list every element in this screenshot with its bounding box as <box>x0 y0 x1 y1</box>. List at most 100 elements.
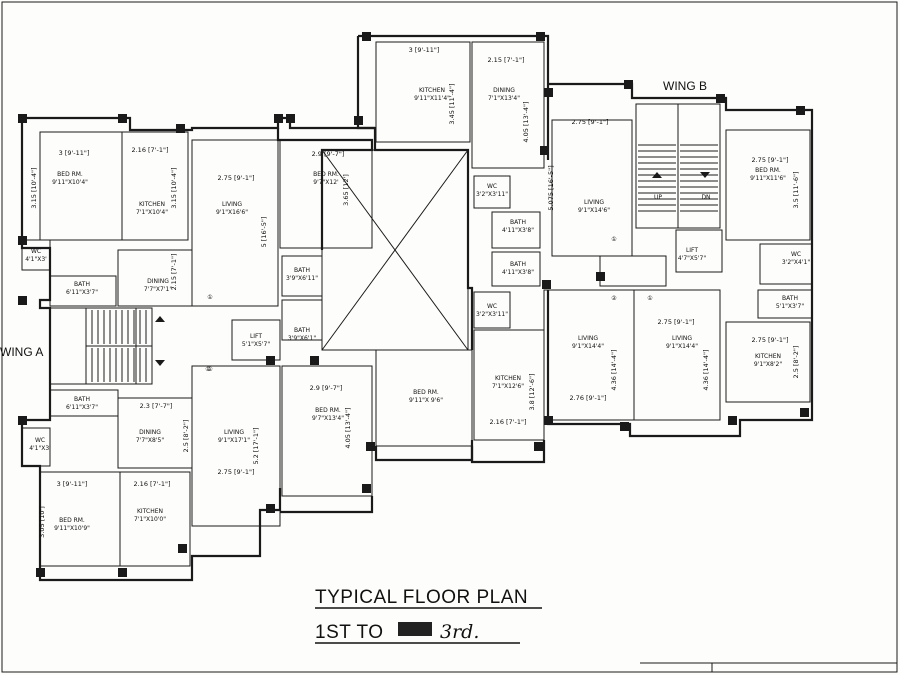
column <box>176 124 185 133</box>
b-bed-size: 9'11"X11'6" <box>750 175 786 182</box>
m-bath-2-size: 4'11"X3'8" <box>502 269 534 276</box>
dimension-label: 3.15 [10'-4"] <box>30 167 38 208</box>
dimension-label: 4.36 [14'-4"] <box>702 349 710 390</box>
title-handwritten-floor: 3rd. <box>440 621 479 643</box>
a-living-top-size: 9'1"X16'6" <box>216 209 248 216</box>
m-wc-top-name: WC <box>487 183 497 190</box>
lift-left-size: 5'1"X5'7" <box>242 341 270 348</box>
dimension-label: 2.15 [7'-1"] <box>170 253 178 290</box>
c-bed-left-name: BED RM. <box>313 171 339 178</box>
a-bath-bottom-size: 6'11"X3'7" <box>66 404 98 411</box>
door-marker: ① <box>205 366 210 373</box>
column <box>728 416 737 425</box>
room-labels: BED RM.9'11"X10'4"KITCHEN7'1"X10'4"LIVIN… <box>25 87 810 532</box>
column <box>366 442 375 451</box>
dimension-label: 3.65 [12'] <box>342 174 350 206</box>
dimension-label: 2.16 [7'-1"] <box>133 480 170 488</box>
dimension-label: 3.05 [10'] <box>38 506 46 538</box>
door-marker: ① <box>647 295 652 302</box>
column <box>18 114 27 123</box>
dimension-label: 2.75 [9'-1"] <box>217 468 254 476</box>
a-wc-top-name: WC <box>31 248 41 255</box>
a-wc-bottom-name: WC <box>35 437 45 444</box>
column <box>18 296 27 305</box>
wing-labels: WING B WING A <box>0 79 707 359</box>
b-bath-size: 5'1"X3'7" <box>776 303 804 310</box>
column <box>362 484 371 493</box>
m-bath-2-name: BATH <box>510 261 526 268</box>
m-kitchen-bottom-size: 7'1"X12'6" <box>492 383 524 390</box>
a-kitchen-bottom-name: KITCHEN <box>137 508 163 515</box>
b-bath-name: BATH <box>782 295 798 302</box>
dimension-label: 2.5 [8'-2"] <box>182 420 190 453</box>
title-line-2-prefix: 1ST TO <box>315 622 383 643</box>
m-kitchen-top-name: KITCHEN <box>419 87 445 94</box>
structural-columns <box>18 32 809 577</box>
column <box>624 80 633 89</box>
column <box>542 280 551 289</box>
a-bath-bottom-name: BATH <box>74 396 90 403</box>
door-marker: ① <box>611 236 616 243</box>
dimension-label: 3.45 [11'-4"] <box>448 83 456 124</box>
dimension-label: 4.36 [14'-4"] <box>610 349 618 390</box>
a-bed-top-name: BED RM. <box>57 171 83 178</box>
column <box>274 114 283 123</box>
column <box>36 568 45 577</box>
c-bed-lower-name: BED RM. <box>315 407 341 414</box>
b-living-right-name: LIVING <box>672 335 692 342</box>
column <box>800 408 809 417</box>
b-living-top-name: LIVING <box>584 199 604 206</box>
dimension-label: 2.9 [9'-7"] <box>312 150 345 158</box>
dimension-label: 3 [9'-11"] <box>59 149 90 157</box>
dimension-label: 2.3 [7'-7"] <box>140 402 173 410</box>
a-bath-top-name: BATH <box>74 281 90 288</box>
dimension-label: 2.76 [9'-1"] <box>569 394 606 402</box>
wing-b-walls <box>543 82 814 438</box>
wing-b-label: WING B <box>663 79 707 93</box>
dimension-label: 2.75 [9'-1"] <box>657 318 694 326</box>
m-dining-top-size: 7'1"X13'4" <box>488 95 520 102</box>
dimension-label: 5 [16'-5"] <box>260 217 268 248</box>
b-lift-name: LIFT <box>686 247 698 254</box>
column <box>286 114 295 123</box>
column <box>362 32 371 41</box>
m-dining-top-name: DINING <box>493 87 515 94</box>
a-dining-top-size: 7'7"X7'1" <box>144 286 172 293</box>
drawing-title: TYPICAL FLOOR PLAN 1ST TO 3rd. <box>315 587 542 644</box>
dimension-labels: 3 [9'-11"] 2.16 [7'-1"] 2.75 [9'-1"] 2.9 [9… <box>30 46 800 538</box>
a-living-bottom-name: LIVING <box>224 429 244 436</box>
dimension-label: 3 [9'-11"] <box>409 46 440 54</box>
c-bath-1-name: BATH <box>294 267 310 274</box>
stair-up-name: UP <box>654 194 662 201</box>
dimension-label: 5.075 [16'-5"] <box>547 165 555 210</box>
column <box>118 568 127 577</box>
c-bed-lower-size: 9'7"X13'4" <box>312 415 344 422</box>
c-bath-2-size: 3'9"X6'1" <box>288 335 316 342</box>
dimension-label: 2.75 [9'-1"] <box>571 118 608 126</box>
m-wc-bottom-size: 3'2"X3'11" <box>476 311 508 318</box>
m-bath-1-size: 4'11"X3'8" <box>502 227 534 234</box>
stair-dn-name: DN <box>701 194 710 201</box>
a-dining-top-name: DINING <box>147 278 169 285</box>
column <box>544 416 553 425</box>
m-bed-bottom-name: BED RM. <box>413 389 439 396</box>
struck-out-text <box>398 622 432 636</box>
dimension-label: 2.15 [7'-1"] <box>487 56 524 64</box>
door-marker: ① <box>207 366 212 373</box>
a-bed-bottom-size: 9'11"X10'9" <box>54 525 90 532</box>
column <box>178 544 187 553</box>
door-marker: ② <box>611 295 617 302</box>
dimension-label: 2.16 [7'-1"] <box>131 146 168 154</box>
stair-wing-b <box>635 103 721 229</box>
column <box>540 146 549 155</box>
dimension-label: 3.15 [10'-4"] <box>170 167 178 208</box>
a-kitchen-top-name: KITCHEN <box>139 201 165 208</box>
title-line-1: TYPICAL FLOOR PLAN <box>315 587 528 608</box>
b-kitchen-size: 9'1"X8'2" <box>754 361 782 368</box>
column <box>536 32 545 41</box>
c-bed-left-size: 9'7"X12' <box>313 179 339 186</box>
dimension-label: 2.75 [9'-1"] <box>751 156 788 164</box>
